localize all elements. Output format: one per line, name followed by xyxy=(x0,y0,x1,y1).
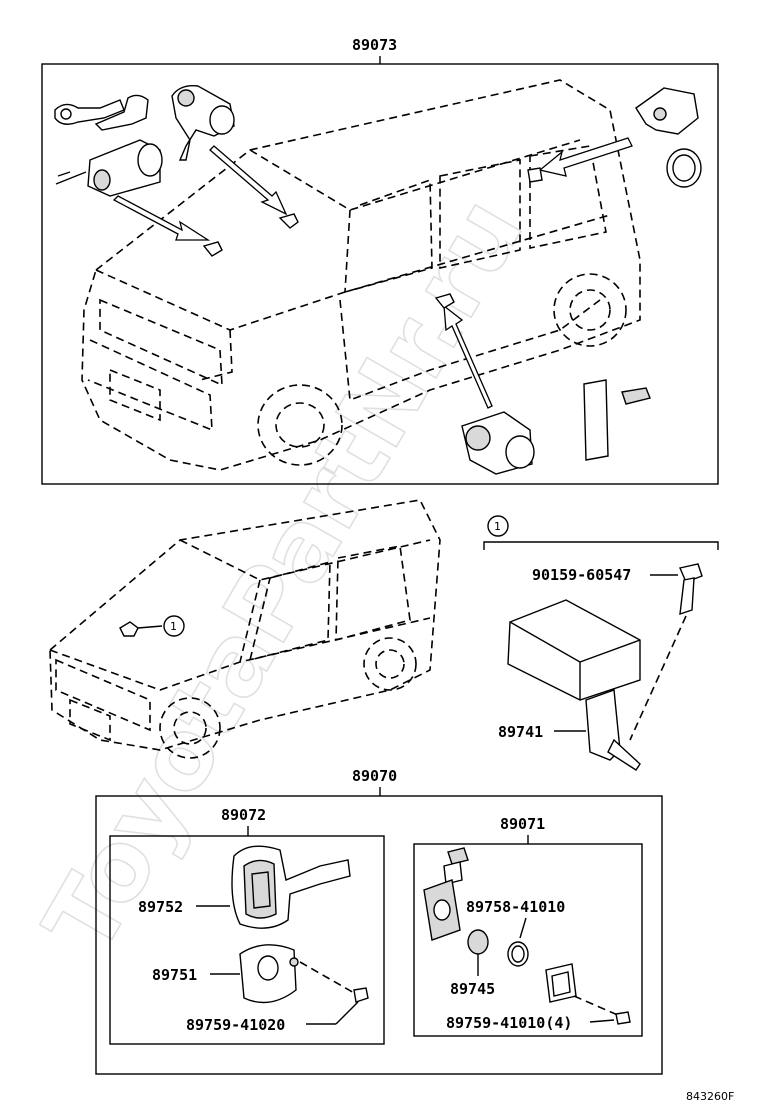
label-89070: 89070 xyxy=(352,767,397,785)
arrow-back-door xyxy=(538,137,633,177)
bolt-install-line xyxy=(629,615,687,741)
diagram-code: 843260F xyxy=(686,1090,734,1103)
transponder-housing-part xyxy=(423,847,469,941)
svg-text:1: 1 xyxy=(170,620,177,633)
label-89072: 89072 xyxy=(221,806,266,824)
transponder-ring-part xyxy=(507,941,529,967)
leader-89759-41010-4 xyxy=(589,1019,615,1023)
label-89759-41010-4: 89759-41010(4) xyxy=(446,1014,572,1032)
top-assembly-frame xyxy=(41,63,719,485)
transponder-screw-part xyxy=(615,1011,631,1025)
key-grip-part xyxy=(231,845,351,929)
vehicle-mark-1 xyxy=(278,213,299,229)
door-lock-top xyxy=(171,85,235,161)
label-89073: 89073 xyxy=(352,36,397,54)
label-89741: 89741 xyxy=(498,723,543,741)
vehicle-large xyxy=(81,79,641,471)
pad-part xyxy=(583,379,609,461)
leader-89758-41010 xyxy=(519,917,527,939)
label-89751: 89751 xyxy=(152,966,197,984)
transponder-chip-part xyxy=(467,929,489,955)
screw-install-line-2 xyxy=(573,995,621,1017)
screw-install-line-1 xyxy=(299,961,357,995)
label-89759-41020: 89759-41020 xyxy=(186,1016,285,1034)
ignition-cylinder xyxy=(55,139,163,197)
callout-1-car: 1 xyxy=(163,615,185,637)
label-89752: 89752 xyxy=(138,898,183,916)
vehicle-mark-4 xyxy=(527,167,543,183)
svg-text:1: 1 xyxy=(494,520,501,533)
label-89071: 89071 xyxy=(500,815,545,833)
chip-part xyxy=(621,387,651,405)
watermark-text: ToyotaPartNr.ru xyxy=(23,180,545,972)
leader-callout-car xyxy=(137,625,163,629)
back-door-lock xyxy=(635,87,702,188)
ecu-location-mark xyxy=(119,621,139,637)
callout-1-ecu: 1 xyxy=(487,515,509,537)
kit-frame xyxy=(95,795,663,1075)
vehicle-small xyxy=(49,499,441,759)
arrow-front-door xyxy=(443,304,493,409)
label-89745: 89745 xyxy=(450,980,495,998)
key-set-frame xyxy=(109,835,385,1045)
front-door-lock xyxy=(461,411,535,475)
label-90159-60547: 90159-60547 xyxy=(532,566,631,584)
ecu-bracket-line xyxy=(483,541,719,550)
key-screw-part xyxy=(353,987,369,1003)
vehicle-mark-2 xyxy=(202,241,223,257)
vehicle-mark-3 xyxy=(434,293,455,309)
arrow-ignition xyxy=(112,195,211,241)
keys-top xyxy=(54,94,149,131)
ecu-module xyxy=(507,599,641,771)
bolt-part xyxy=(679,563,703,616)
leader-89759-41020-b xyxy=(335,1001,359,1025)
label-89758-41010: 89758-41010 xyxy=(466,898,565,916)
transponder-set-frame xyxy=(413,843,643,1037)
arrow-door-top xyxy=(209,145,288,216)
transponder-plate-part xyxy=(545,963,577,1003)
key-cover-part xyxy=(239,944,299,1004)
